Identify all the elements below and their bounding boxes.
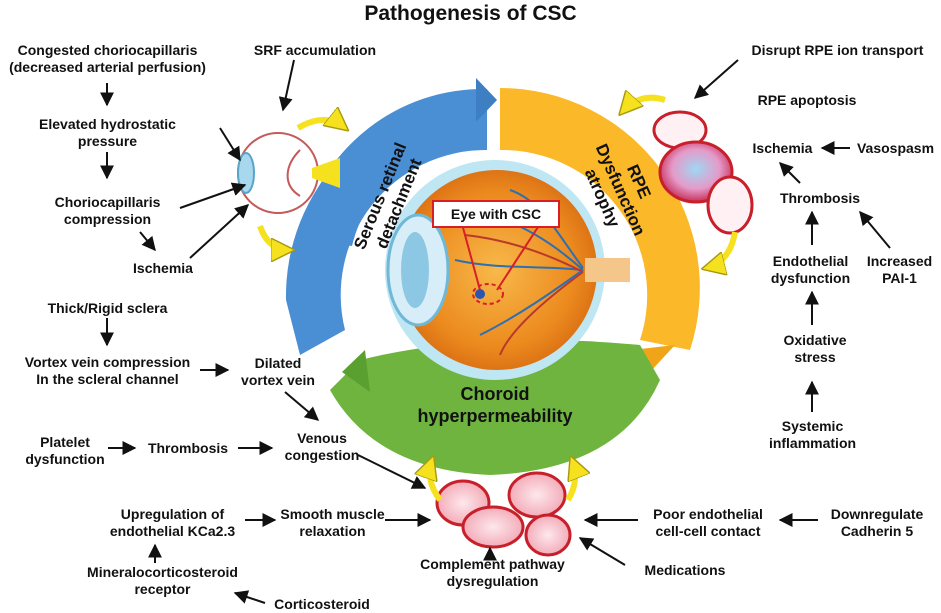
segment-rpe (500, 88, 700, 350)
endothelial-dysfunction-label: Endothelial dysfunction (770, 253, 851, 286)
srf-accumulation-label: SRF accumulation (253, 42, 377, 58)
poor-endothelial-contact-label: Poor endothelial cell-cell contact (653, 506, 763, 539)
choroid-hyperpermeability-label: Choroid hyperpermeability (417, 384, 573, 426)
medications-label: Medications (644, 562, 726, 578)
venous-congestion-label: Venous congestion (284, 430, 360, 463)
mineralocorticosteroid-receptor-label: Mineralocorticosteroid receptor (87, 564, 238, 597)
dilated-vortex-vein-label: Dilated vortex vein (241, 355, 315, 388)
systemic-inflammation-label: Systemic inflammation (768, 418, 857, 451)
disrupt-rpe-ion-label: Disrupt RPE ion transport (751, 42, 924, 58)
choriocapillaris-compression-label: Choriocapillaris compression (54, 194, 161, 227)
oxidative-stress-label: Oxidative stress (783, 332, 847, 365)
complement-pathway-label: Complement pathway dysregulation (420, 556, 565, 589)
platelet-dysfunction-label: Platelet dysfunction (25, 434, 105, 467)
increased-pai1-label: Increased PAI-1 (866, 253, 933, 286)
capillary-cells (435, 471, 572, 557)
rpe-apoptosis-label: RPE apoptosis (757, 92, 857, 108)
left-ischemia-label: Ischemia (133, 260, 193, 276)
diagram-title: Pathogenesis of CSC (364, 2, 577, 25)
segment-serous-body (285, 95, 487, 356)
thick-rigid-sclera-label: Thick/Rigid sclera (47, 300, 168, 316)
congested-choriocapillaris-label: Congested choriocapillaris (decreased ar… (9, 42, 206, 75)
flow-arrows (100, 59, 891, 604)
right-ischemia-label: Ischemia (752, 140, 813, 156)
rpe-cells (652, 110, 754, 235)
corticosteroid-label: Corticosteroid (274, 596, 370, 612)
segment-choroid-arrowhead (342, 350, 370, 392)
segment-choroid (330, 340, 660, 475)
eye-with-csc-box: Eye with CSC (432, 200, 560, 228)
smooth-muscle-relaxation-label: Smooth muscle relaxation (280, 506, 385, 539)
vortex-vein-compression-label: Vortex vein compression In the scleral c… (24, 354, 191, 387)
small-eye-icon (237, 132, 340, 214)
elevated-hydrostatic-label: Elevated hydrostatic pressure (39, 116, 176, 149)
segment-serous-arrowhead (476, 78, 497, 122)
vasospasm-label: Vasospasm (856, 140, 935, 156)
yellow-arrows (257, 98, 738, 502)
downregulate-cadherin5-label: Downregulate Cadherin 5 (830, 506, 924, 539)
right-thrombosis-label: Thrombosis (779, 190, 861, 206)
left-thrombosis-label: Thrombosis (147, 440, 229, 456)
kca-upregulation-label: Upregulation of endothelial KCa2.3 (109, 506, 236, 539)
